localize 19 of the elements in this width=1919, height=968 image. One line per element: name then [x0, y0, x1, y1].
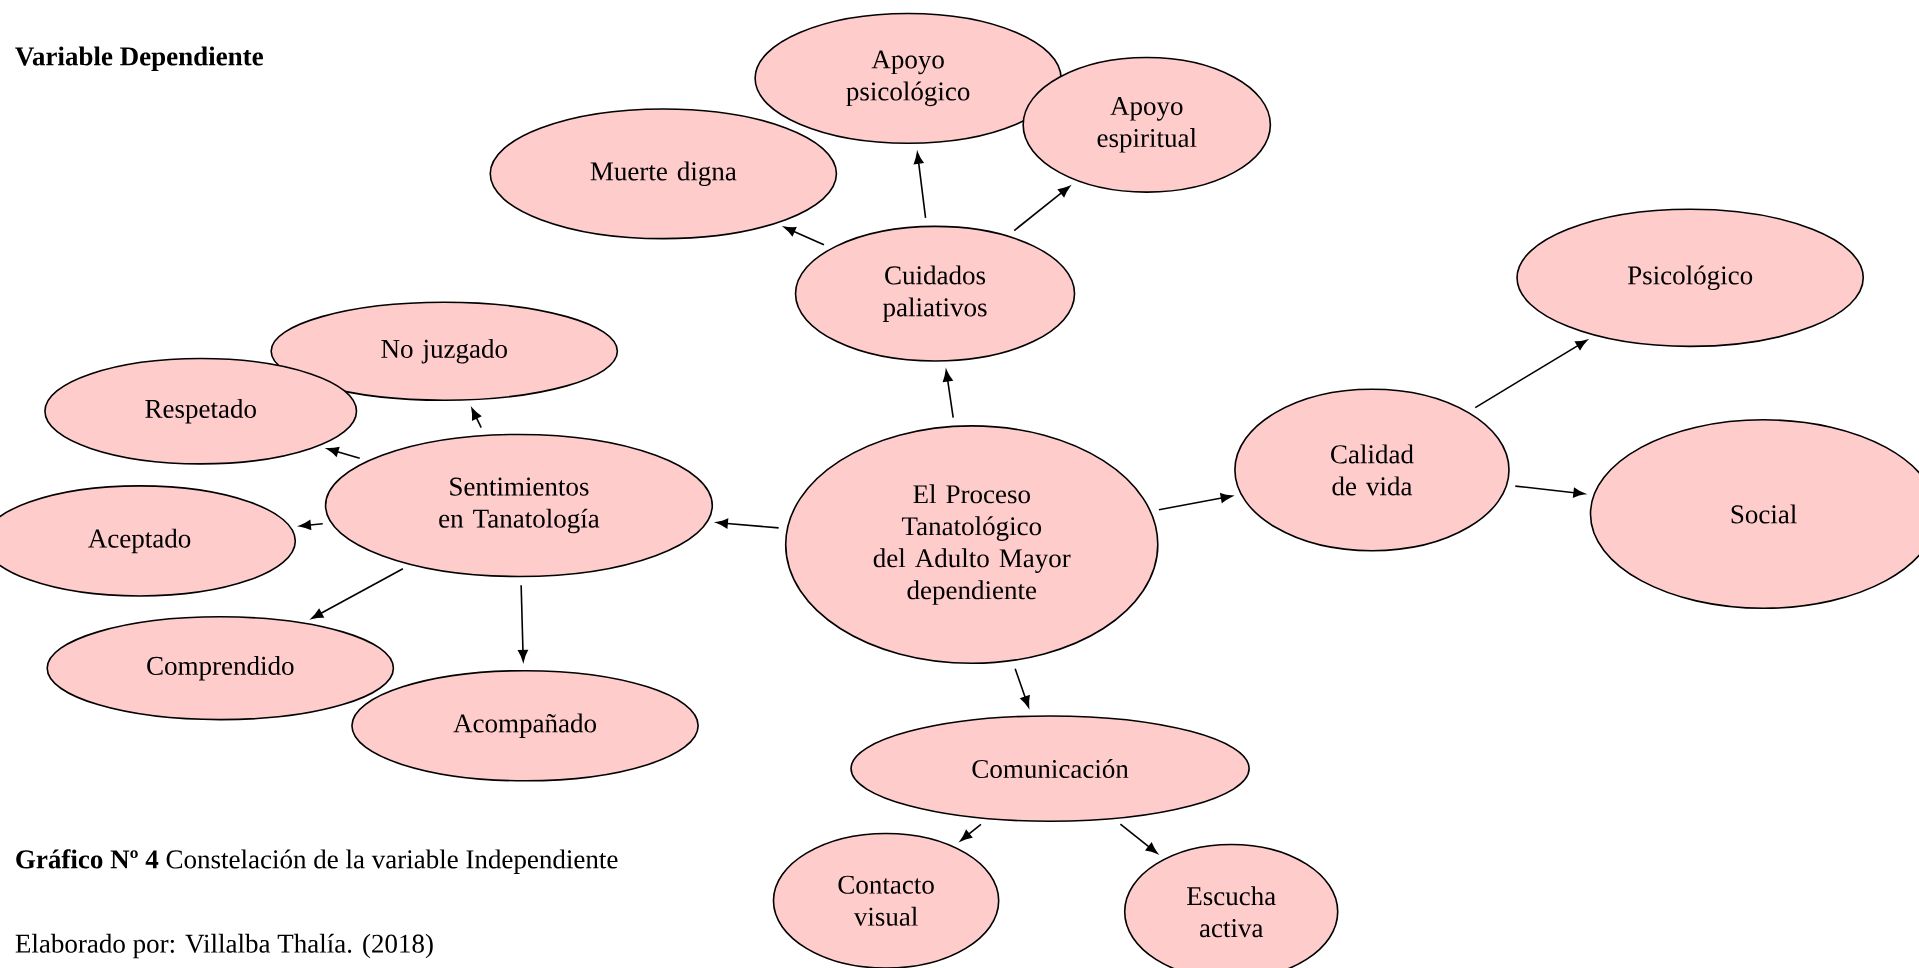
arrow	[1013, 185, 1070, 232]
arrow	[942, 369, 954, 419]
caption: Gráfico Nº 4 Constelación de la variable Independiente	[16, 849, 618, 874]
arrow	[1119, 823, 1158, 854]
arrow	[471, 407, 483, 429]
arrow	[1474, 339, 1588, 409]
arrow	[783, 226, 825, 246]
arrow	[716, 518, 780, 529]
arrow	[1158, 493, 1233, 511]
heading: Variable Dependiente	[15, 46, 263, 71]
arrow	[960, 823, 982, 842]
arrow	[326, 446, 361, 460]
arrow	[1514, 485, 1585, 498]
arrow	[913, 152, 927, 219]
arrow	[299, 520, 324, 530]
arrow	[1014, 667, 1030, 708]
arrow	[518, 584, 528, 662]
arrow	[311, 567, 404, 619]
credit-note: Elaborado por: Villalba Thalía. (2018)	[15, 933, 433, 959]
